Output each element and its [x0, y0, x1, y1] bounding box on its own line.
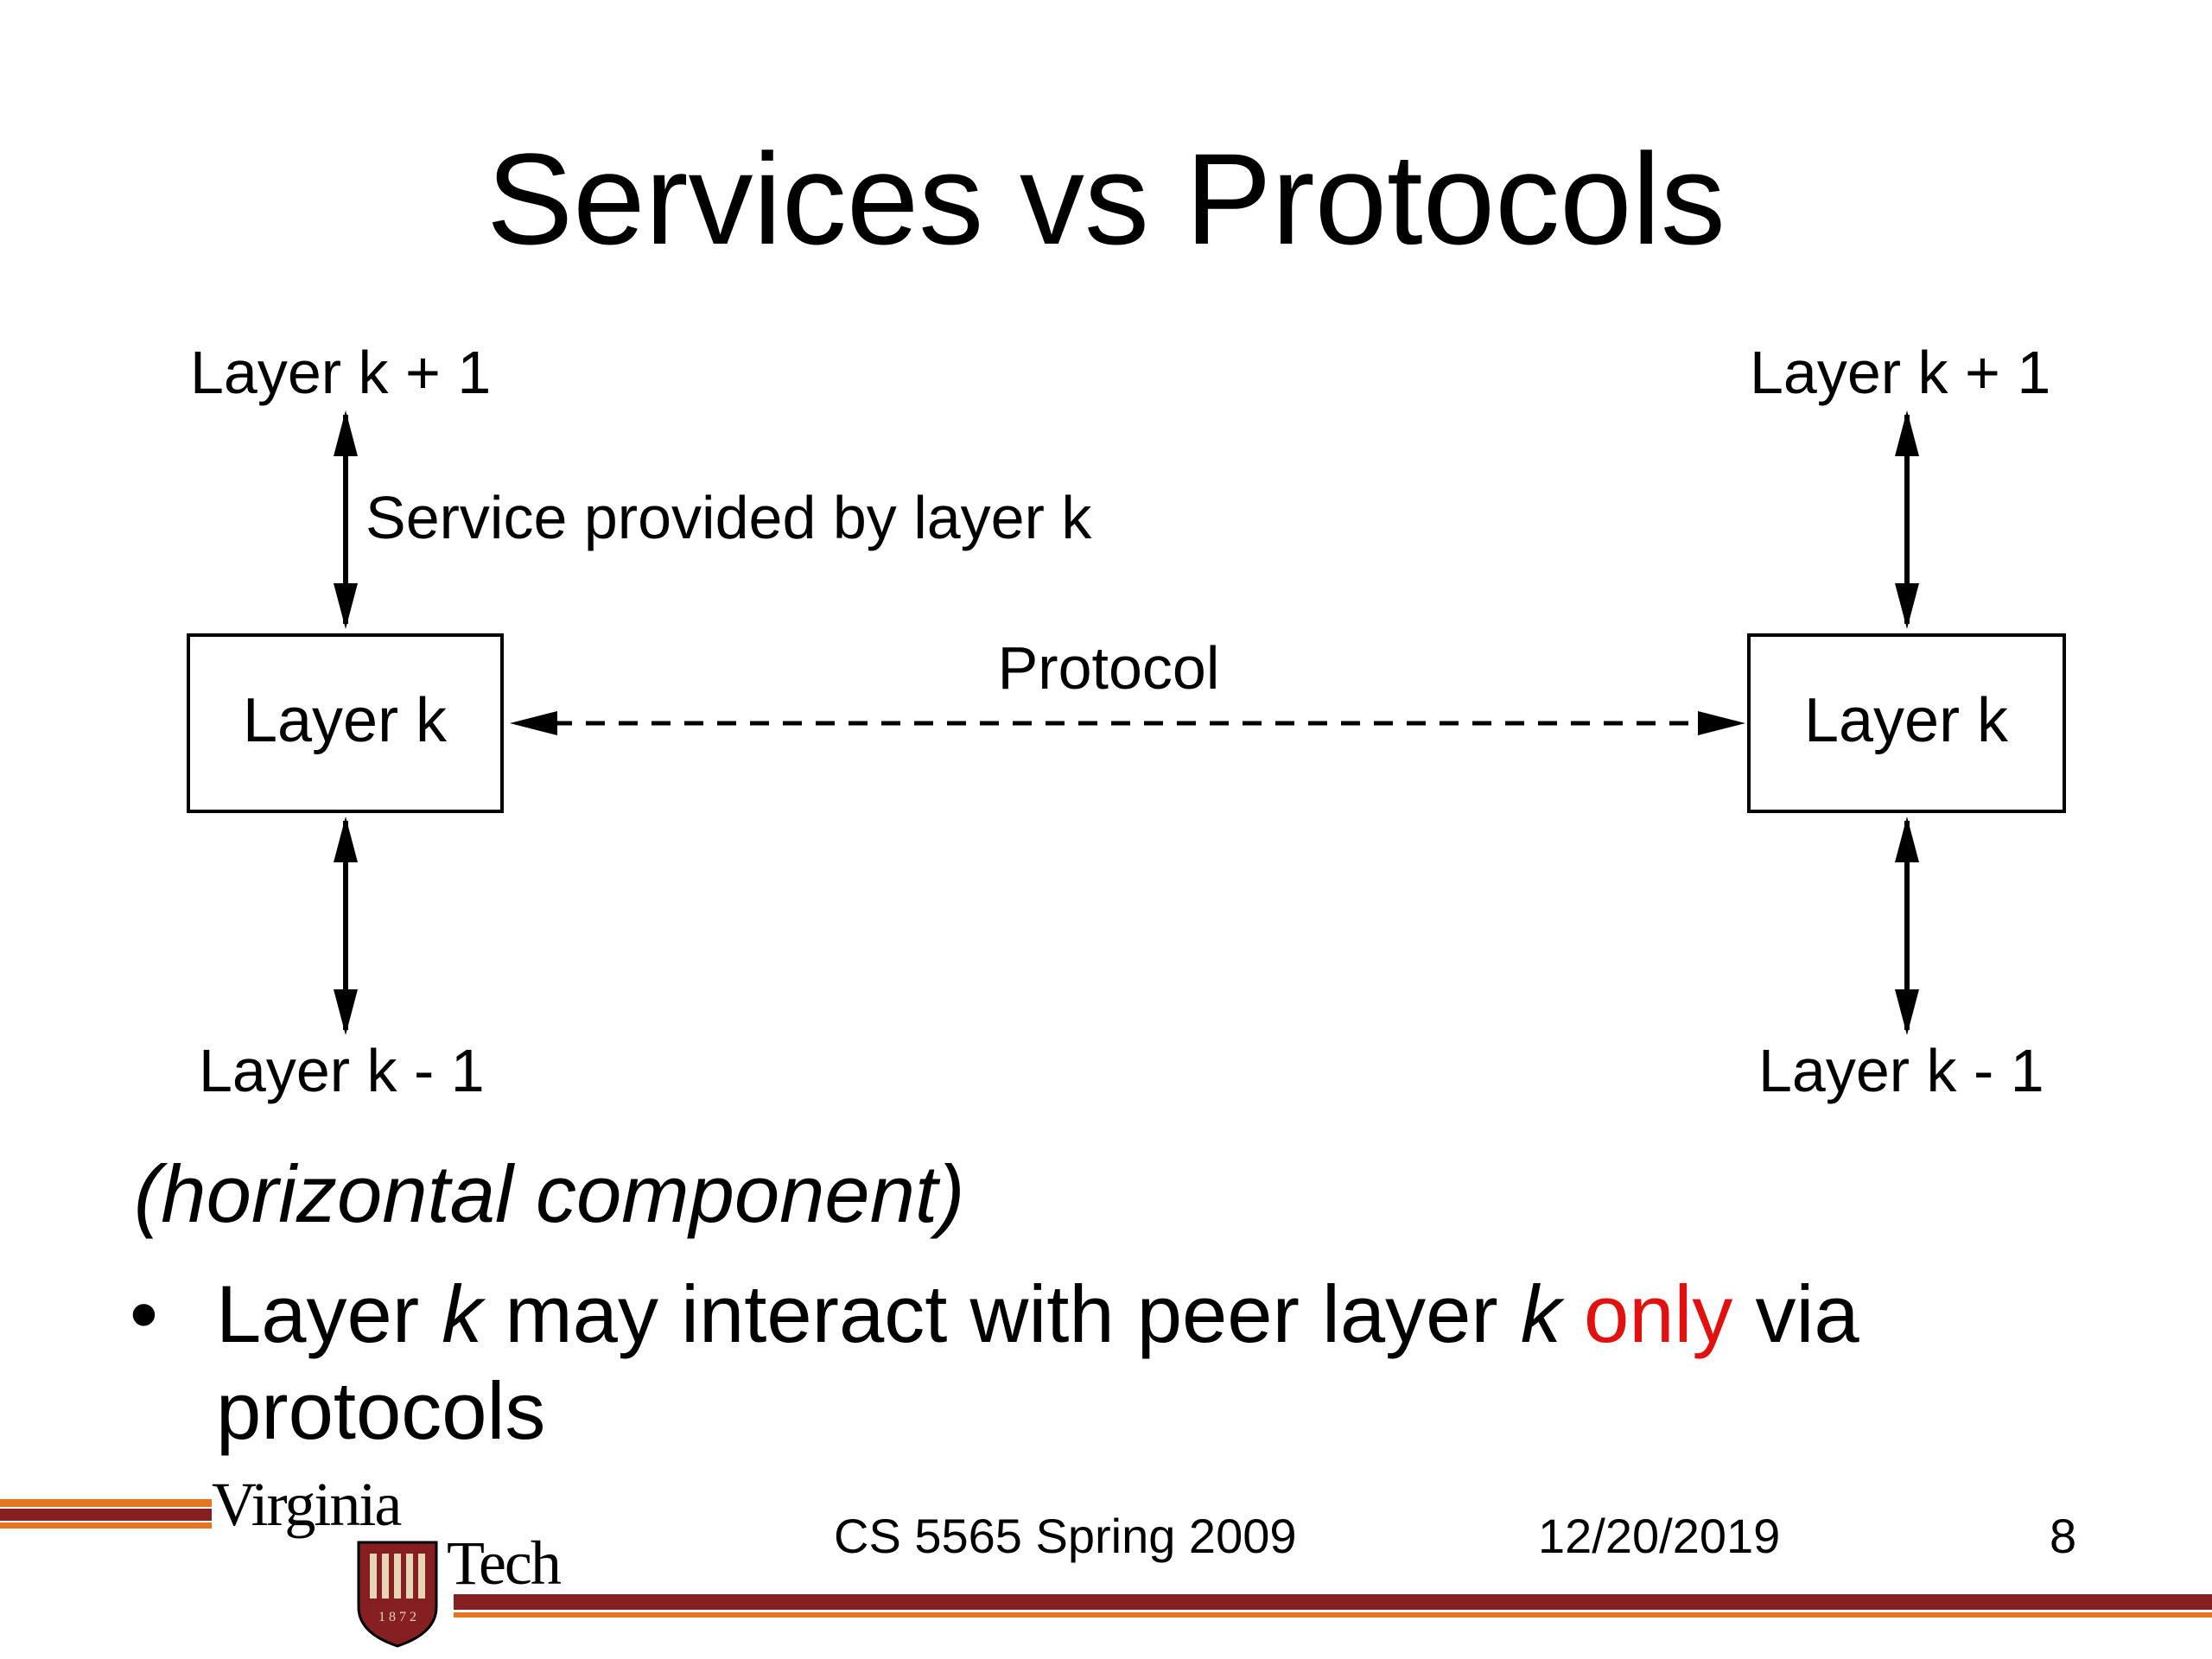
slide-title: Services vs Protocols: [486, 126, 1726, 271]
footer-date: 12/20/2019: [1538, 1509, 1781, 1563]
left-service-arrow-up-head: [334, 410, 358, 456]
footer-course: CS 5565 Spring 2009: [834, 1509, 1297, 1563]
left-lower-arrow-up-head: [334, 817, 358, 862]
right-lower-arrow-up-head: [1895, 817, 1919, 862]
left-service-arrow-down-head: [334, 583, 358, 629]
protocol-arrow-left-head: [510, 711, 557, 735]
footer-stripe-left-orange-2: [0, 1522, 212, 1529]
footer-stripe-bottom-orange: [454, 1612, 2212, 1618]
protocol-label: Protocol: [998, 634, 1220, 702]
right-upper-layer-label: Layer k + 1: [1750, 339, 2050, 406]
virginia-tech-logo: Virginia 1 8 7 2 Tech: [212, 1470, 592, 1648]
left-lower-arrow-down-head: [334, 989, 358, 1035]
right-lower-layer-label: Layer k - 1: [1758, 1037, 2044, 1104]
bullet-dot: •: [130, 1268, 158, 1359]
right-upper-arrow-down-head: [1895, 583, 1919, 629]
bullet-text-part3: via protocols: [216, 1268, 1859, 1456]
bullet-k-second: k: [1520, 1268, 1561, 1359]
footer-stripe-bottom-maroon: [454, 1594, 2212, 1610]
bullet-k-first: k: [442, 1268, 483, 1359]
bullet-only-emphasis: only: [1583, 1268, 1733, 1359]
logo-year: 1 8 7 2: [378, 1610, 416, 1624]
bullet-text-part2: may interact with peer layer: [482, 1268, 1521, 1359]
logo-word-virginia: Virginia: [212, 1470, 402, 1539]
bullet-text-part1: Layer: [216, 1268, 442, 1359]
left-layer-box: [187, 633, 504, 813]
footer-stripe-left-maroon: [0, 1509, 212, 1521]
logo-word-tech: Tech: [447, 1529, 562, 1598]
footer-page-number: 8: [2050, 1509, 2077, 1563]
right-layer-box-label: Layer k: [1804, 686, 2009, 755]
right-upper-arrow-up-head: [1895, 410, 1919, 456]
left-lower-layer-label: Layer k - 1: [199, 1037, 485, 1104]
service-label: Service provided by layer k: [365, 484, 1092, 551]
subheading: (horizontal component): [134, 1148, 965, 1239]
left-upper-layer-label: Layer k + 1: [190, 339, 491, 406]
footer-stripe-left-orange: [0, 1499, 212, 1507]
left-layer-box-label: Layer k: [243, 686, 448, 755]
right-lower-arrow-down-head: [1895, 989, 1919, 1035]
logo-shield-icon: 1 8 7 2: [357, 1541, 438, 1648]
protocol-arrow-right-head: [1698, 711, 1745, 735]
right-layer-box: [1747, 633, 2066, 813]
bullet-text: Layer k may interact with peer layer k o…: [216, 1266, 2074, 1459]
